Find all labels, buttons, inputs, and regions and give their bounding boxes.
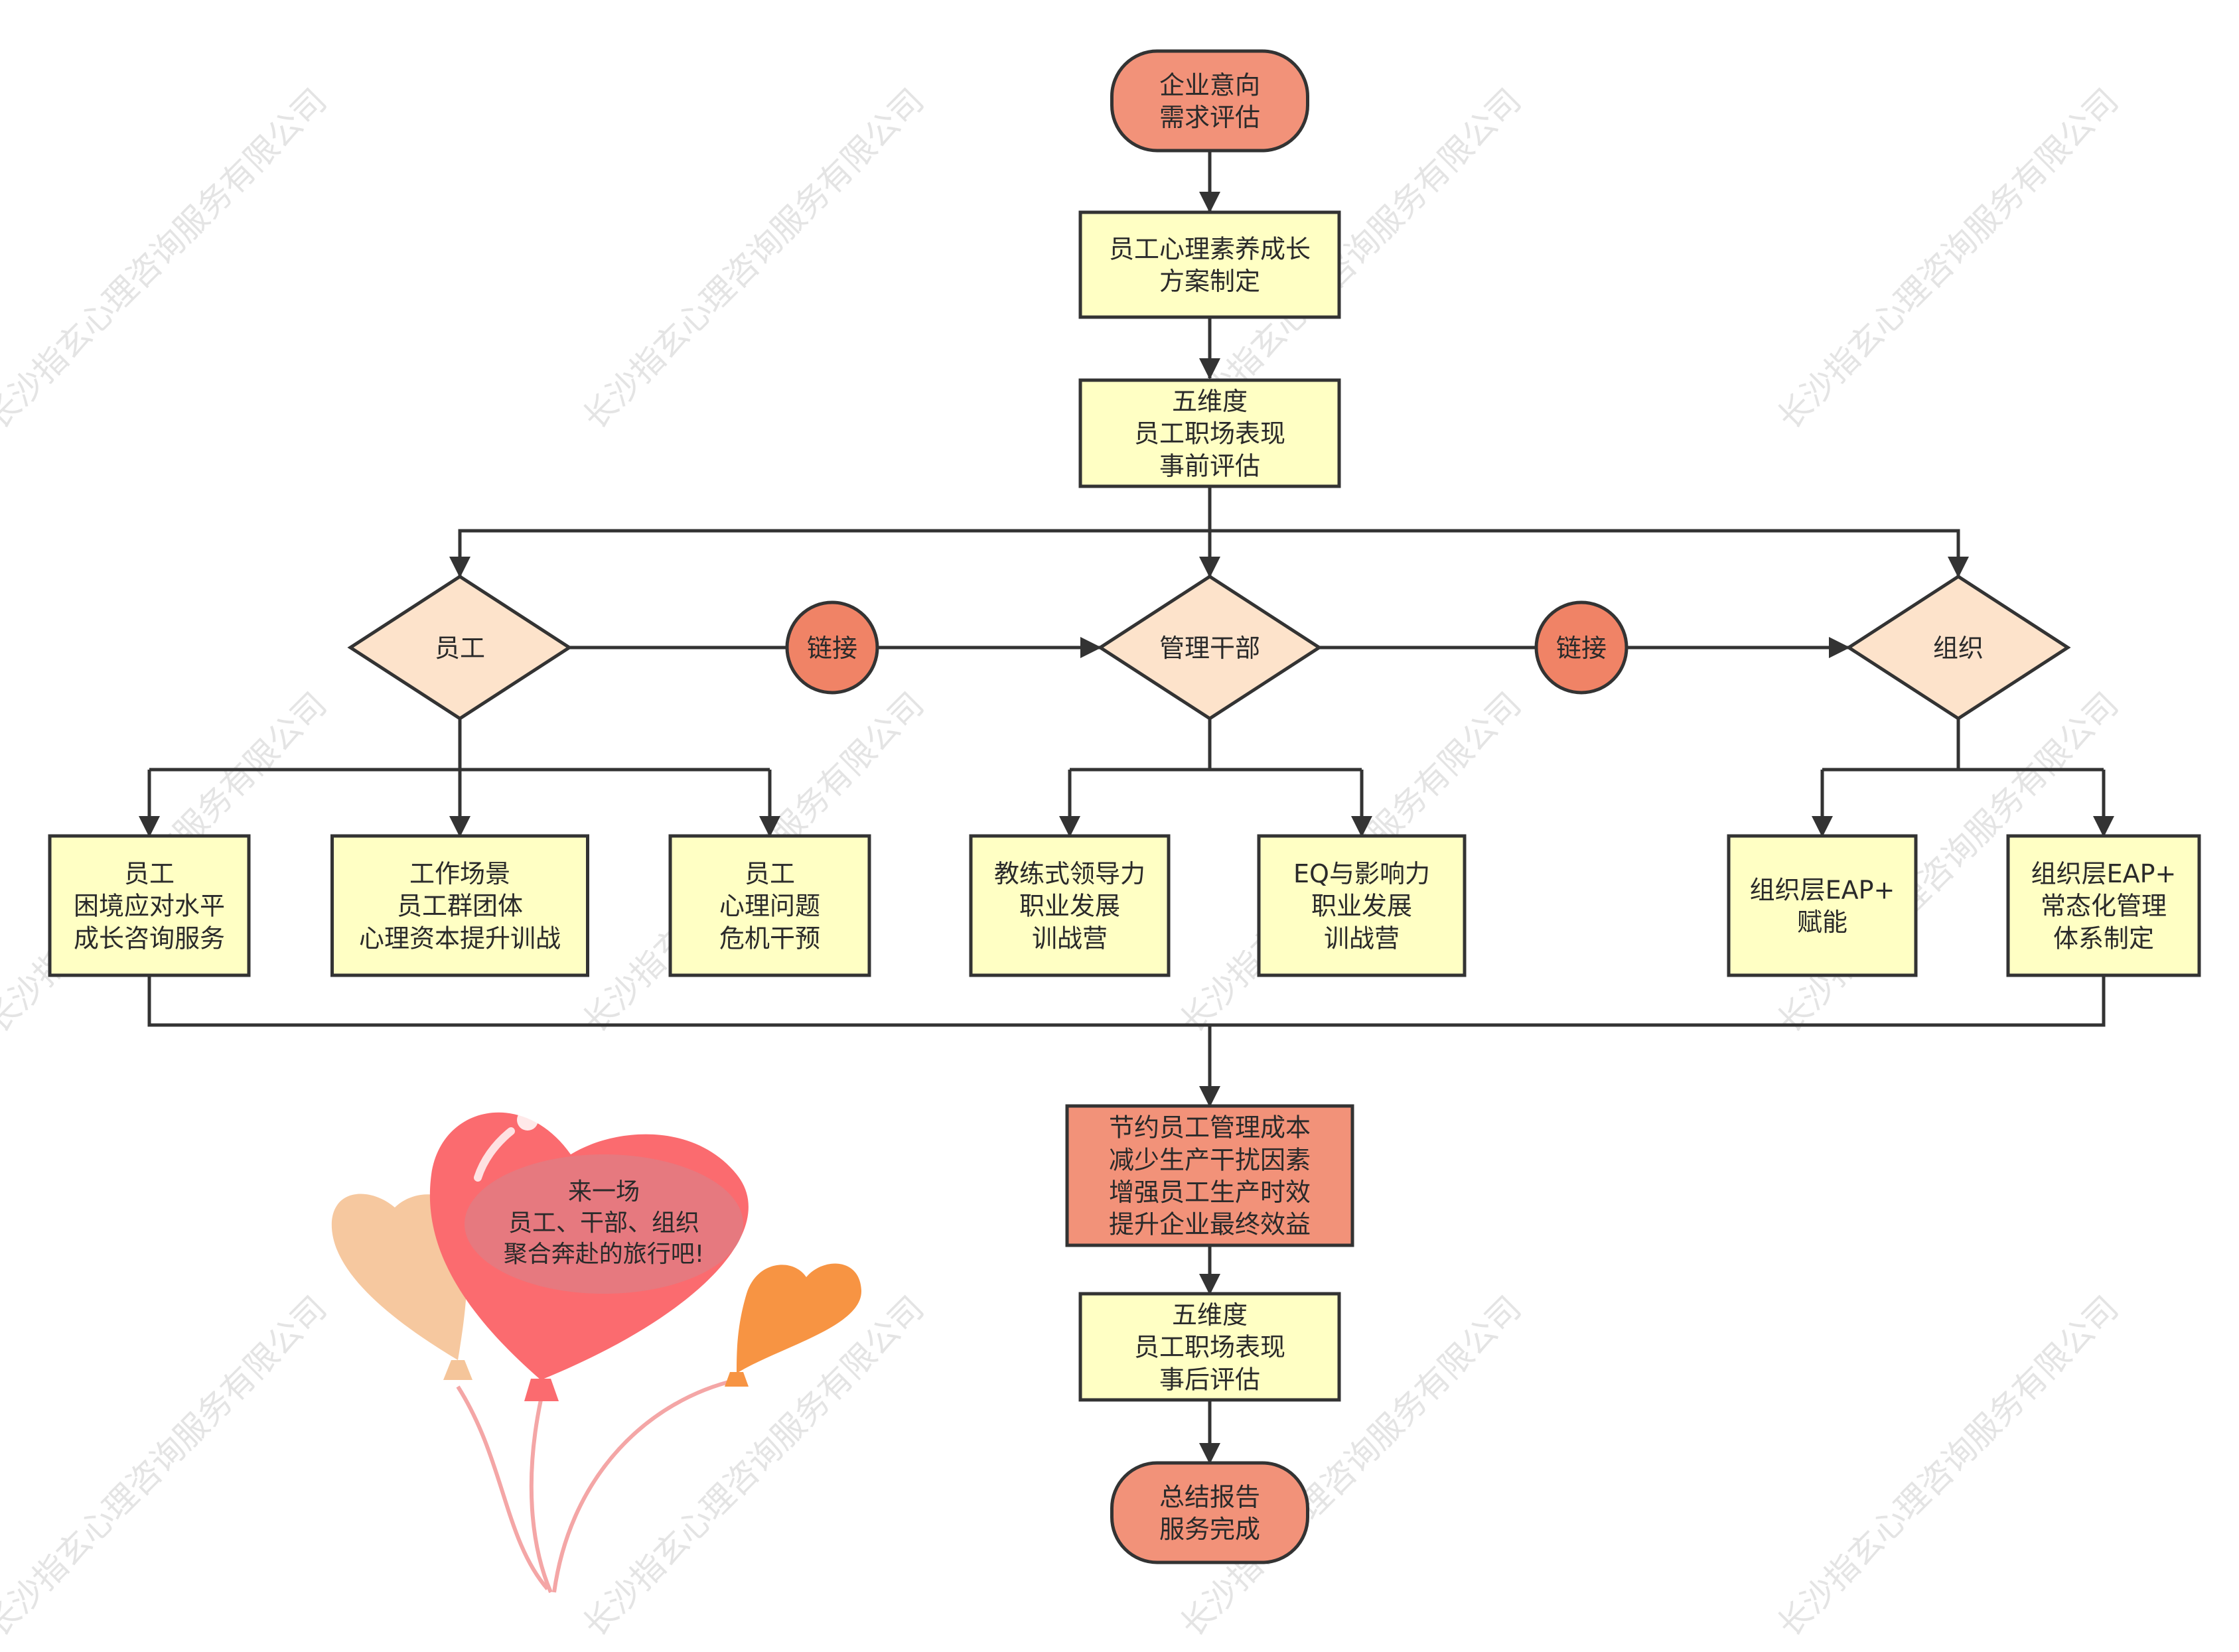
plan-box-label-line-2: 方案制定 <box>1159 267 1260 296</box>
end-node <box>1110 1461 1309 1564</box>
employee-task-2 <box>330 834 589 977</box>
post-evaluation-box-label-line-2: 员工职场表现 <box>1134 1333 1285 1362</box>
employee-task-3 <box>668 834 871 977</box>
plan-box-label-line-1: 员工心理素养成长 <box>1109 234 1311 263</box>
employee-task-3-label-line-3: 危机干预 <box>719 924 820 953</box>
employee-task-2-label-line-1: 工作场景 <box>409 859 510 888</box>
watermark-text: 长沙指玄心理咨询服务有限公司 <box>0 81 334 437</box>
organization-task-1-label-line-2: 赋能 <box>1797 908 1847 937</box>
post-evaluation-box <box>1078 1292 1341 1402</box>
start-node-label-line-1: 企业意向 <box>1159 70 1260 100</box>
organization-task-2-label-line-2: 常态化管理 <box>2041 892 2167 921</box>
start-node <box>1110 49 1309 153</box>
pre-evaluation-box-label-line-2: 员工职场表现 <box>1134 419 1285 448</box>
manager-task-2-label-line-1: EQ与影响力 <box>1293 859 1430 888</box>
balloon-text-line-1: 来一场 <box>568 1178 640 1205</box>
benefits-box-label-line-1: 节约员工管理成本 <box>1109 1113 1311 1142</box>
benefits-box-label-line-4: 提升企业最终效益 <box>1109 1210 1311 1239</box>
plan-box <box>1078 210 1341 319</box>
end-node-label-line-2: 服务完成 <box>1159 1515 1260 1544</box>
edge-merge-bus <box>147 975 2106 1027</box>
organization-decision-label: 组织 <box>1933 634 1984 663</box>
link-right <box>1534 600 1628 695</box>
employee-task-1-label-line-2: 困境应对水平 <box>74 892 225 921</box>
organization-decision <box>1845 575 2071 721</box>
edge-pre-employee <box>449 486 1212 578</box>
employee-task-3-label-line-2: 心理问题 <box>719 892 820 921</box>
pre-evaluation-box-label-line-3: 事前评估 <box>1159 451 1260 480</box>
benefits-box <box>1065 1104 1354 1247</box>
balloon-illustration: 来一场 员工、干部、组织 聚合奔赴的旅行吧! <box>331 1109 862 1594</box>
connectors <box>139 151 2114 1464</box>
organization-task-2-label-line-3: 体系制定 <box>2053 924 2154 953</box>
link-right-label: 链接 <box>1556 634 1607 663</box>
flow-nodes: 企业意向需求评估员工心理素养成长方案制定五维度员工职场表现事前评估员工管理干部组… <box>48 49 2201 1564</box>
manager-decision <box>1097 575 1323 721</box>
balloon-text-line-2: 员工、干部、组织 <box>508 1209 699 1237</box>
end-node-label-line-1: 总结报告 <box>1159 1482 1260 1511</box>
manager-task-1-label-line-3: 训战营 <box>1032 924 1108 953</box>
employee-task-3-label-line-1: 员工 <box>745 859 795 888</box>
organization-task-1 <box>1727 834 1918 977</box>
manager-task-2-label-line-2: 职业发展 <box>1311 892 1412 921</box>
watermark-text: 长沙指玄心理咨询服务有限公司 <box>1770 81 2126 437</box>
watermark-text: 长沙指玄心理咨询服务有限公司 <box>0 1288 334 1644</box>
employee-decision-label: 员工 <box>435 634 485 663</box>
pre-evaluation-box <box>1078 378 1341 488</box>
watermark-text: 长沙指玄心理咨询服务有限公司 <box>575 81 931 437</box>
orange-heart-balloon <box>737 1263 862 1373</box>
employee-task-1-label-line-3: 成长咨询服务 <box>74 924 225 953</box>
employee-task-2-label-line-2: 员工群团体 <box>397 892 523 921</box>
link-left <box>785 600 879 695</box>
balloon-text-bubble <box>465 1154 743 1294</box>
manager-task-2 <box>1257 834 1467 977</box>
organization-task-1-label-line-1: 组织层EAP+ <box>1750 875 1895 904</box>
organization-task-2-label-line-1: 组织层EAP+ <box>2031 859 2177 888</box>
manager-task-2-label-line-3: 训战营 <box>1324 924 1400 953</box>
link-left-label: 链接 <box>807 634 857 663</box>
start-node-label-line-2: 需求评估 <box>1159 103 1260 132</box>
employee-task-1 <box>48 834 251 977</box>
post-evaluation-box-label-line-1: 五维度 <box>1172 1300 1248 1330</box>
manager-task-1 <box>969 834 1171 977</box>
watermark-text: 长沙指玄心理咨询服务有限公司 <box>1770 1288 2126 1644</box>
manager-task-1-label-line-1: 教练式领导力 <box>994 859 1145 888</box>
pre-evaluation-box-label-line-1: 五维度 <box>1172 387 1248 416</box>
peach-heart-balloon <box>331 1194 468 1360</box>
employee-task-1-label-line-1: 员工 <box>124 859 175 888</box>
benefits-box-label-line-3: 增强员工生产时效 <box>1109 1178 1311 1207</box>
benefits-box-label-line-2: 减少生产干扰因素 <box>1109 1145 1311 1174</box>
balloon-text-line-3: 聚合奔赴的旅行吧! <box>504 1241 704 1268</box>
organization-task-2 <box>2006 834 2201 977</box>
manager-decision-label: 管理干部 <box>1159 634 1260 663</box>
manager-task-1-label-line-2: 职业发展 <box>1019 892 1120 921</box>
employee-task-2-label-line-3: 心理资本提升训战 <box>359 924 561 953</box>
employee-decision <box>347 575 573 721</box>
edge-pre-organization <box>1210 529 1969 578</box>
post-evaluation-box-label-line-3: 事后评估 <box>1159 1365 1260 1394</box>
